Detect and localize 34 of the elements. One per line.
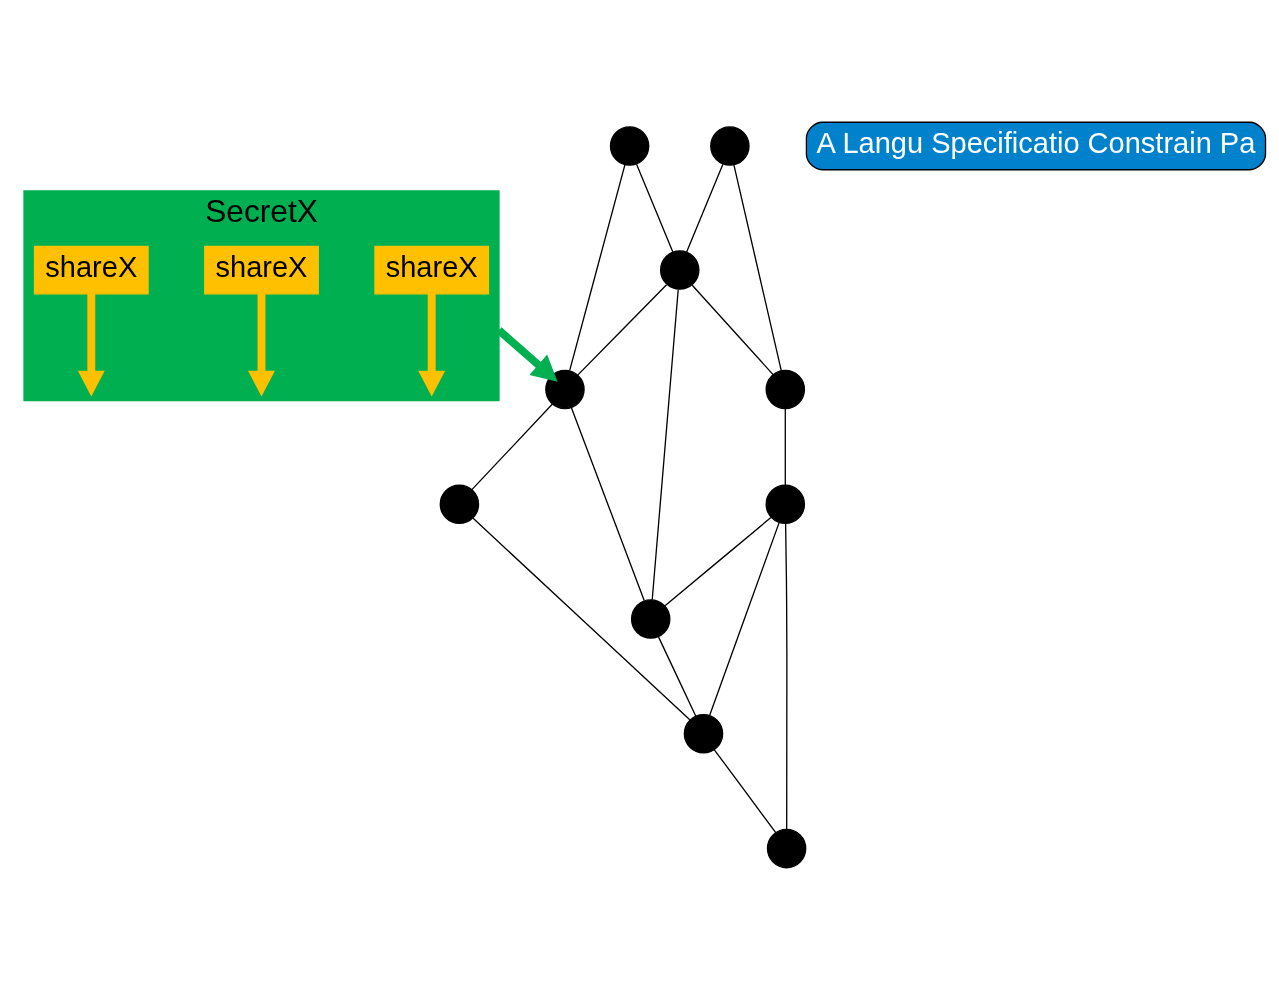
node-circle bbox=[710, 126, 750, 166]
node-circle bbox=[765, 369, 806, 410]
connector bbox=[635, 163, 674, 253]
node-box: shareX bbox=[33, 245, 149, 295]
connector bbox=[569, 164, 626, 371]
connector bbox=[570, 407, 645, 602]
connector bbox=[657, 636, 697, 717]
connector bbox=[471, 403, 554, 491]
connector bbox=[686, 163, 724, 253]
arrow bbox=[248, 293, 275, 397]
connector bbox=[784, 408, 786, 486]
connector bbox=[709, 521, 780, 716]
node-circle bbox=[545, 369, 585, 410]
connector bbox=[713, 749, 777, 834]
node-circle bbox=[765, 484, 806, 525]
node-circle bbox=[766, 828, 807, 869]
node-circle bbox=[683, 714, 724, 754]
arrow bbox=[77, 293, 105, 397]
node-circle bbox=[630, 599, 671, 639]
node-circle bbox=[609, 126, 650, 166]
connector bbox=[472, 517, 691, 721]
arrow bbox=[496, 327, 558, 382]
node-box: shareX bbox=[374, 245, 490, 295]
node-box: shareX bbox=[204, 245, 319, 295]
connector bbox=[733, 164, 782, 372]
node-box: A Langu Specificatio Constrain Pa bbox=[805, 121, 1267, 171]
connector bbox=[651, 288, 679, 601]
node-circle bbox=[439, 484, 480, 525]
connector bbox=[664, 516, 772, 607]
connector bbox=[691, 284, 774, 376]
connector bbox=[577, 284, 668, 376]
connector bbox=[784, 523, 788, 830]
node-circle bbox=[659, 250, 700, 290]
arrow bbox=[418, 293, 446, 397]
